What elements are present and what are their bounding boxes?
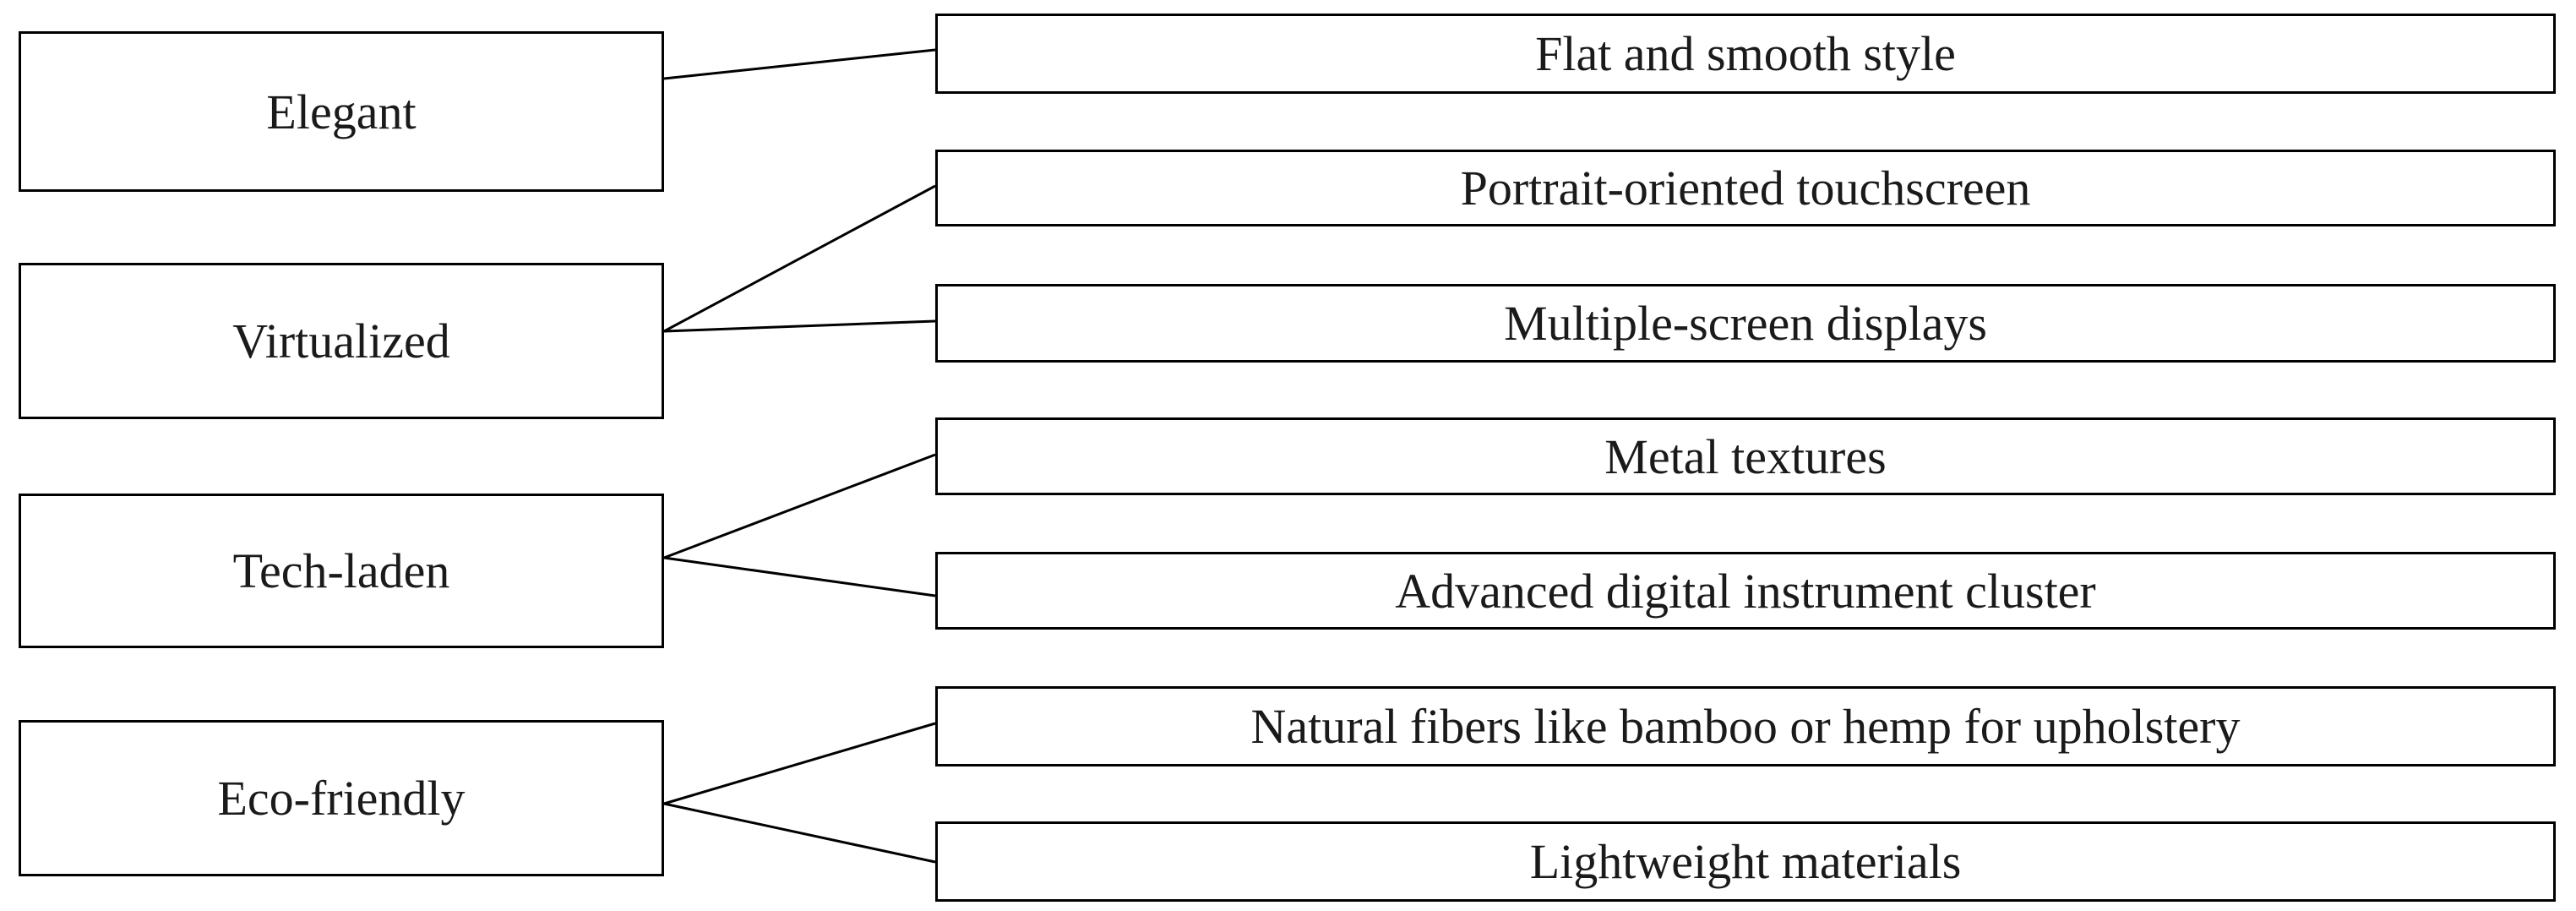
connector-techladen-instrument-cluster [663, 556, 936, 597]
feature-box-multiple-screen-displays: Multiple-screen displays [935, 284, 2556, 363]
feature-box-portrait-touchscreen: Portrait-oriented touchscreen [935, 150, 2556, 226]
feature-label: Metal textures [1604, 428, 1887, 484]
category-box-tech-laden: Tech-laden [19, 494, 664, 648]
connector-ecofriendly-natural-fibers [663, 722, 936, 805]
feature-label: Lightweight materials [1529, 834, 1962, 889]
category-label: Eco-friendly [217, 771, 466, 826]
connector-ecofriendly-lightweight [663, 802, 936, 864]
feature-label: Flat and smooth style [1535, 26, 1956, 81]
feature-box-natural-fibers: Natural fibers like bamboo or hemp for u… [935, 686, 2556, 766]
category-box-eco-friendly: Eco-friendly [19, 720, 664, 876]
category-label: Elegant [266, 84, 417, 139]
feature-label: Advanced digital instrument cluster [1395, 563, 2096, 619]
connector-techladen-metal-textures [663, 453, 936, 559]
connector-virtualized-portrait-touchscreen [663, 184, 936, 333]
feature-box-metal-textures: Metal textures [935, 417, 2556, 495]
category-box-elegant: Elegant [19, 31, 664, 192]
connector-virtualized-multiple-screens [663, 319, 936, 333]
feature-label: Portrait-oriented touchscreen [1460, 161, 2031, 215]
connector-elegant-flat-smooth [663, 48, 936, 80]
feature-label: Multiple-screen displays [1504, 296, 1987, 351]
feature-box-flat-smooth-style: Flat and smooth style [935, 14, 2556, 94]
feature-label: Natural fibers like bamboo or hemp for u… [1250, 699, 2241, 754]
category-label: Virtualized [232, 314, 450, 368]
feature-box-lightweight-materials: Lightweight materials [935, 821, 2556, 902]
feature-box-instrument-cluster: Advanced digital instrument cluster [935, 552, 2556, 630]
category-label: Tech-laden [232, 543, 450, 598]
category-box-virtualized: Virtualized [19, 263, 664, 419]
